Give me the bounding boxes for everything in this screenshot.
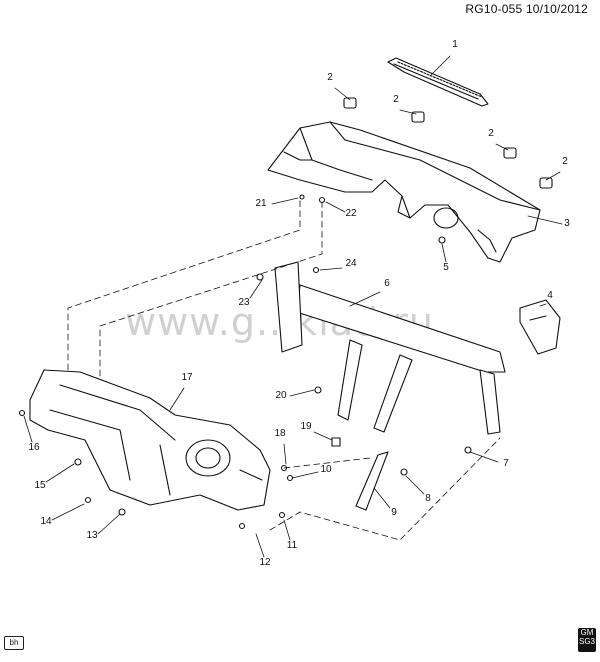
- callout-number: 7: [503, 458, 509, 469]
- support-brace: [355, 451, 389, 511]
- callout-number: 2: [393, 94, 399, 105]
- callout-leader: [51, 503, 85, 521]
- fastener-parts: [18, 194, 472, 530]
- callout-leader: [527, 215, 563, 225]
- gm-logo-subtext: SG3: [578, 637, 595, 646]
- callout-number: 23: [238, 297, 250, 308]
- callout-number: 21: [255, 198, 267, 209]
- callout-leader: [289, 389, 315, 397]
- callout-number: 9: [391, 507, 397, 518]
- callout-number: 2: [327, 72, 333, 83]
- callout-leader: [249, 279, 263, 299]
- callout-leader: [495, 143, 509, 151]
- callout-leader: [283, 443, 287, 465]
- instrument-panel-carrier: [29, 369, 271, 511]
- callout-leader: [23, 415, 33, 443]
- callout-number: 22: [345, 208, 357, 219]
- callout-leader: [97, 513, 121, 535]
- bracket-part-4: [519, 299, 561, 355]
- callout-leader: [399, 109, 417, 115]
- diagram-date: 10/10/2012: [525, 2, 588, 16]
- assembly-guide-lines: [67, 199, 501, 541]
- callout-number: 20: [275, 390, 287, 401]
- callout-leader: [545, 171, 561, 181]
- callout-number: 14: [40, 516, 52, 527]
- instrument-panel-trim-pad: [267, 121, 541, 263]
- illustrator-initials: bh: [4, 636, 24, 650]
- callout-leader: [283, 519, 291, 541]
- callout-number: 3: [564, 218, 570, 229]
- callout-number: 24: [345, 258, 357, 269]
- callout-number: 11: [287, 540, 298, 551]
- callout-number: 6: [384, 278, 390, 289]
- cross-car-beam: [274, 261, 506, 435]
- callout-leader: [271, 197, 299, 205]
- callout-number: 2: [562, 156, 568, 167]
- callout-leader: [334, 87, 351, 101]
- callout-number: 18: [274, 428, 286, 439]
- callout-labels: 1222234567891011121314151617181920212223…: [28, 39, 570, 568]
- callout-leader: [291, 471, 319, 479]
- callout-number: 15: [34, 480, 46, 491]
- callout-number: 8: [425, 493, 431, 504]
- callout-leader: [373, 487, 391, 509]
- callout-leader-lines: [23, 55, 563, 558]
- defroster-grille-part: [387, 57, 489, 107]
- callout-leader: [45, 463, 75, 483]
- diagram-code: RG10-055: [465, 2, 523, 16]
- callout-number: 19: [300, 421, 312, 432]
- gm-logo-text: GM: [580, 628, 594, 637]
- callout-number: 13: [86, 530, 98, 541]
- callout-leader: [405, 475, 425, 495]
- callout-leader: [469, 451, 499, 463]
- callout-number: 1: [452, 39, 458, 50]
- callout-number: 5: [443, 262, 449, 273]
- callout-leader: [325, 201, 346, 213]
- clip-parts: [343, 97, 553, 189]
- callout-leader: [539, 303, 547, 307]
- callout-number: 2: [488, 128, 494, 139]
- diagram-header: RG10-055 10/10/2012: [465, 2, 588, 16]
- callout-number: 16: [28, 442, 40, 453]
- gm-logo: GM SG3: [578, 628, 596, 652]
- callout-leader: [441, 243, 447, 263]
- callout-number: 4: [547, 290, 553, 301]
- callout-number: 12: [259, 557, 271, 568]
- callout-leader: [255, 533, 265, 558]
- callout-number: 17: [181, 372, 193, 383]
- callout-leader: [313, 431, 333, 441]
- callout-leader: [319, 267, 343, 271]
- callout-number: 10: [320, 464, 332, 475]
- callout-leader: [349, 291, 381, 307]
- callout-leader: [169, 387, 185, 411]
- callout-leader: [429, 55, 451, 77]
